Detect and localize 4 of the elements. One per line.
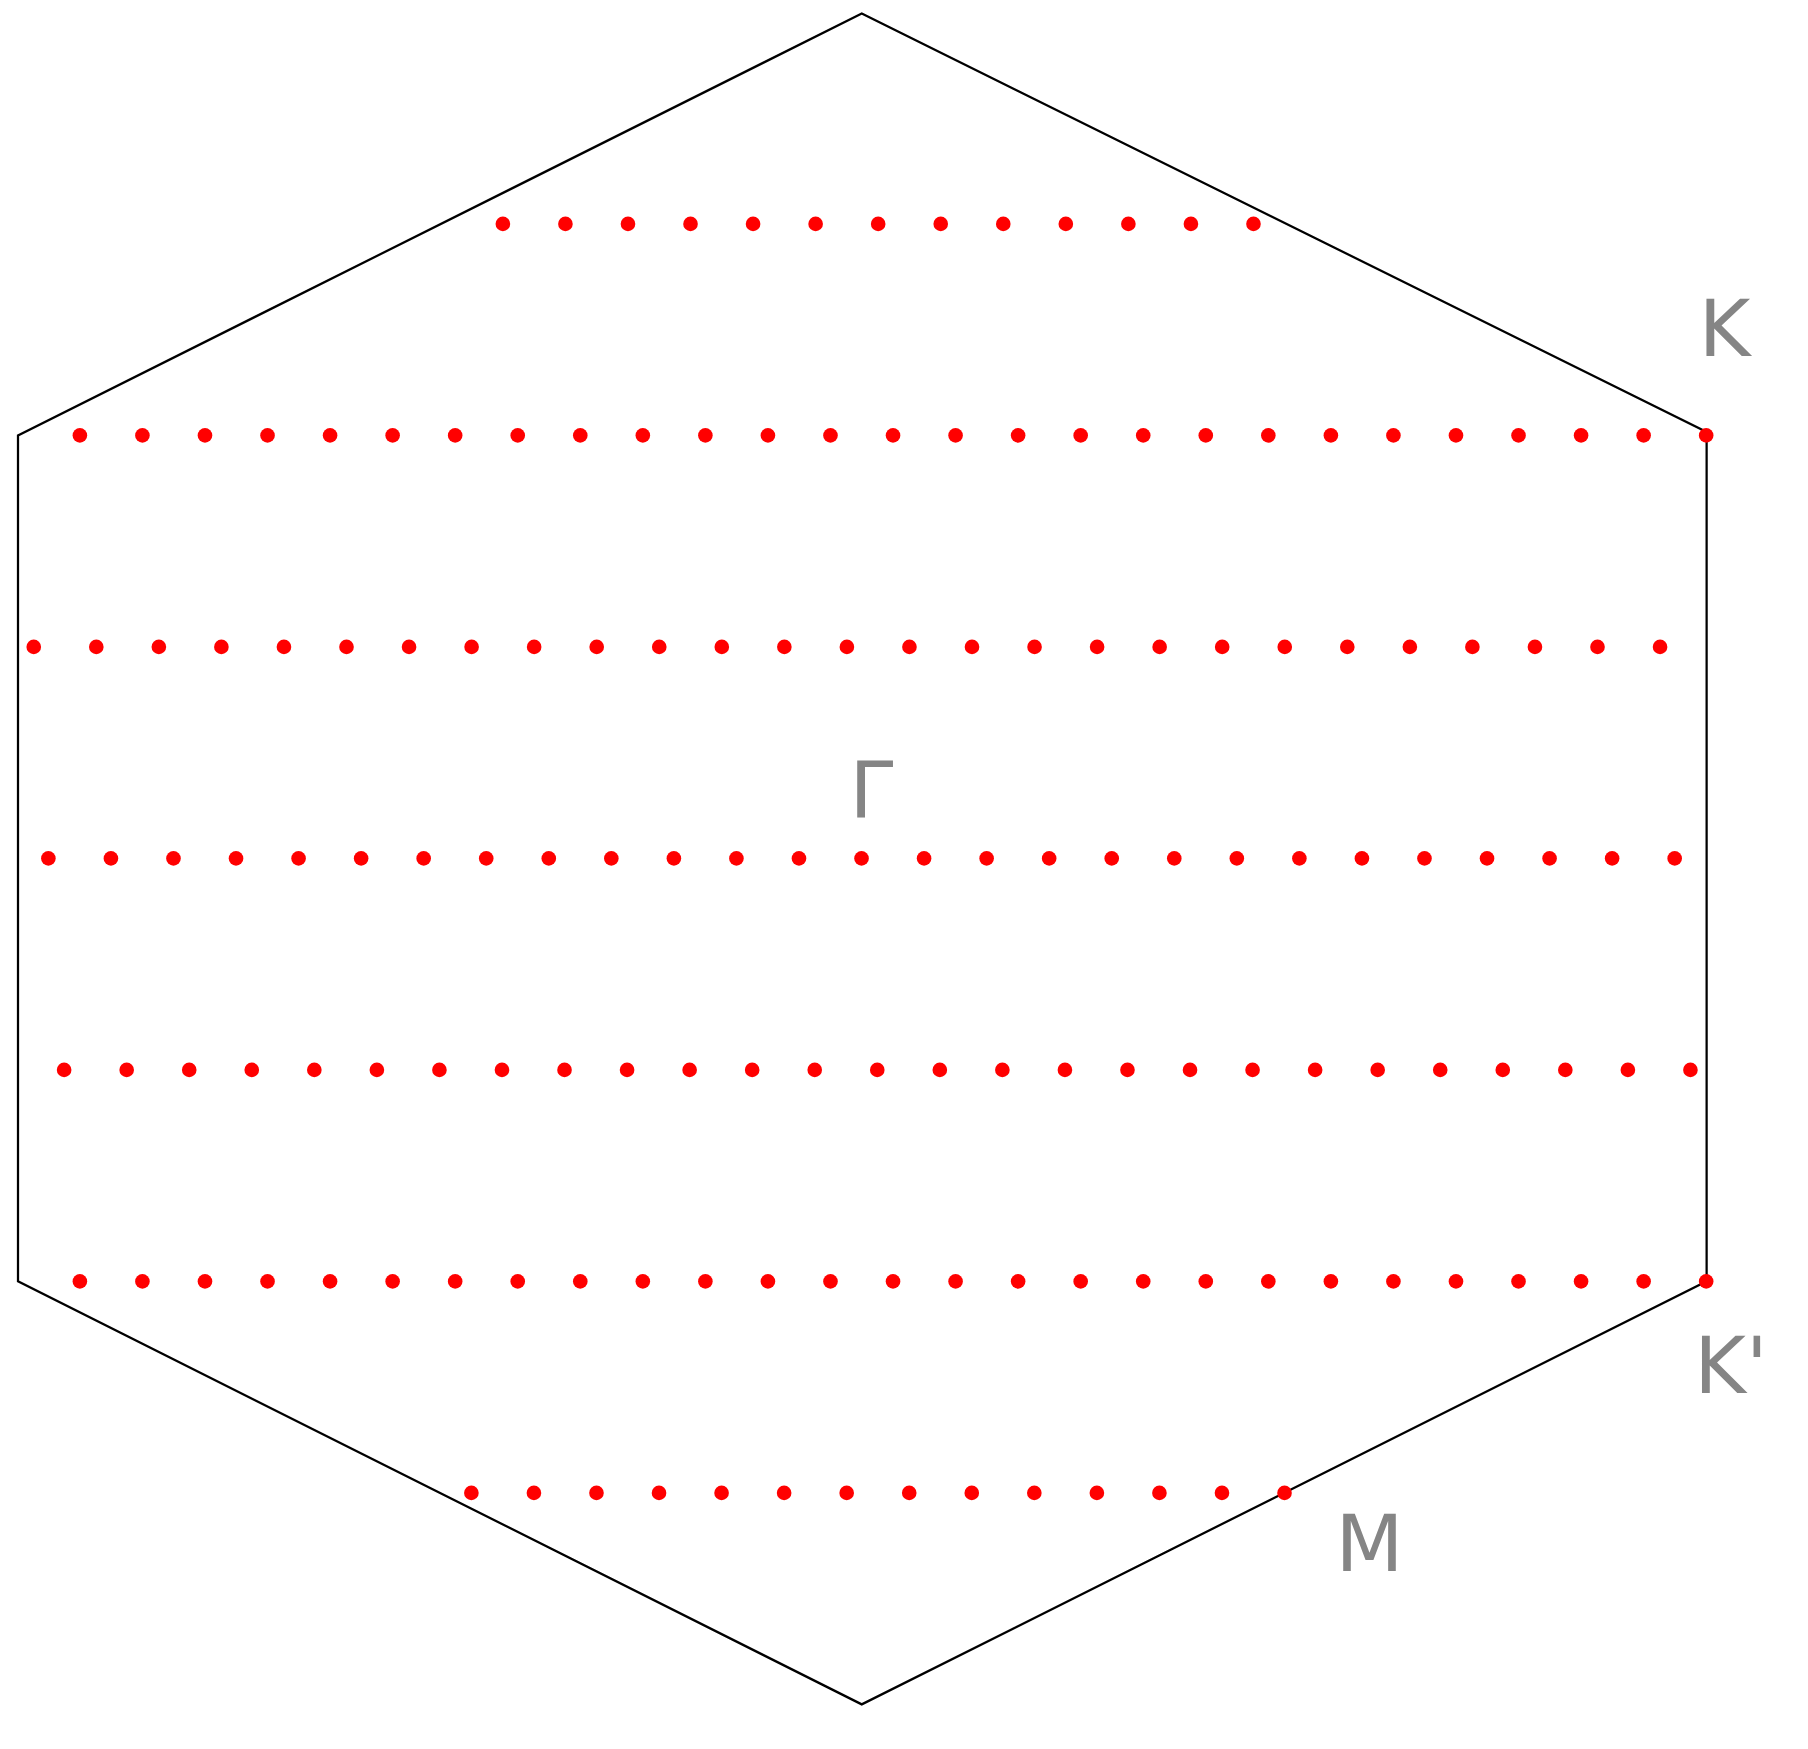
point-label: Γ xyxy=(849,751,894,831)
point-label: K' xyxy=(1694,1326,1768,1406)
point-label: M xyxy=(1335,1504,1404,1583)
point-label: K xyxy=(1698,289,1751,368)
